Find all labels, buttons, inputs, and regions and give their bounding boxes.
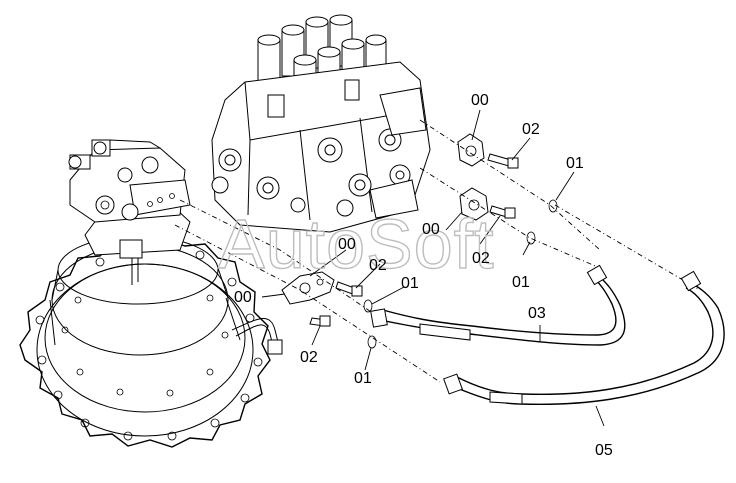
assembly-lines [174,119,701,383]
callouts: 00 02 01 00 02 01 00 02 01 00 02 01 03 0… [234,92,613,459]
callout-clamp: 00 [471,92,489,109]
callout-bolt: 02 [522,121,540,138]
callout-bolt: 02 [300,349,318,366]
control-valve [211,14,431,233]
callout-bolt: 02 [472,250,490,267]
flange-outline [19,237,271,448]
callout-hose: 05 [595,442,613,459]
callout-bolt: 02 [369,257,387,274]
watermark-text: AutoSoft [218,205,495,283]
callout-clamp: 00 [338,236,356,253]
swing-motor-head [68,139,191,285]
hose-03 [370,264,626,346]
callout-clamp: 00 [234,289,252,306]
callout-o-ring: 01 [512,274,530,291]
leader-lines [261,109,605,427]
callout-o-ring: 01 [354,370,372,387]
callout-hose: 03 [528,305,546,322]
callout-o-ring: 01 [566,155,584,172]
callout-o-ring: 01 [401,275,419,292]
flange-clamp-middle [459,187,536,245]
callout-clamp: 00 [422,221,440,238]
flange-clamp-lower [281,271,377,349]
hose-05 [443,270,725,406]
